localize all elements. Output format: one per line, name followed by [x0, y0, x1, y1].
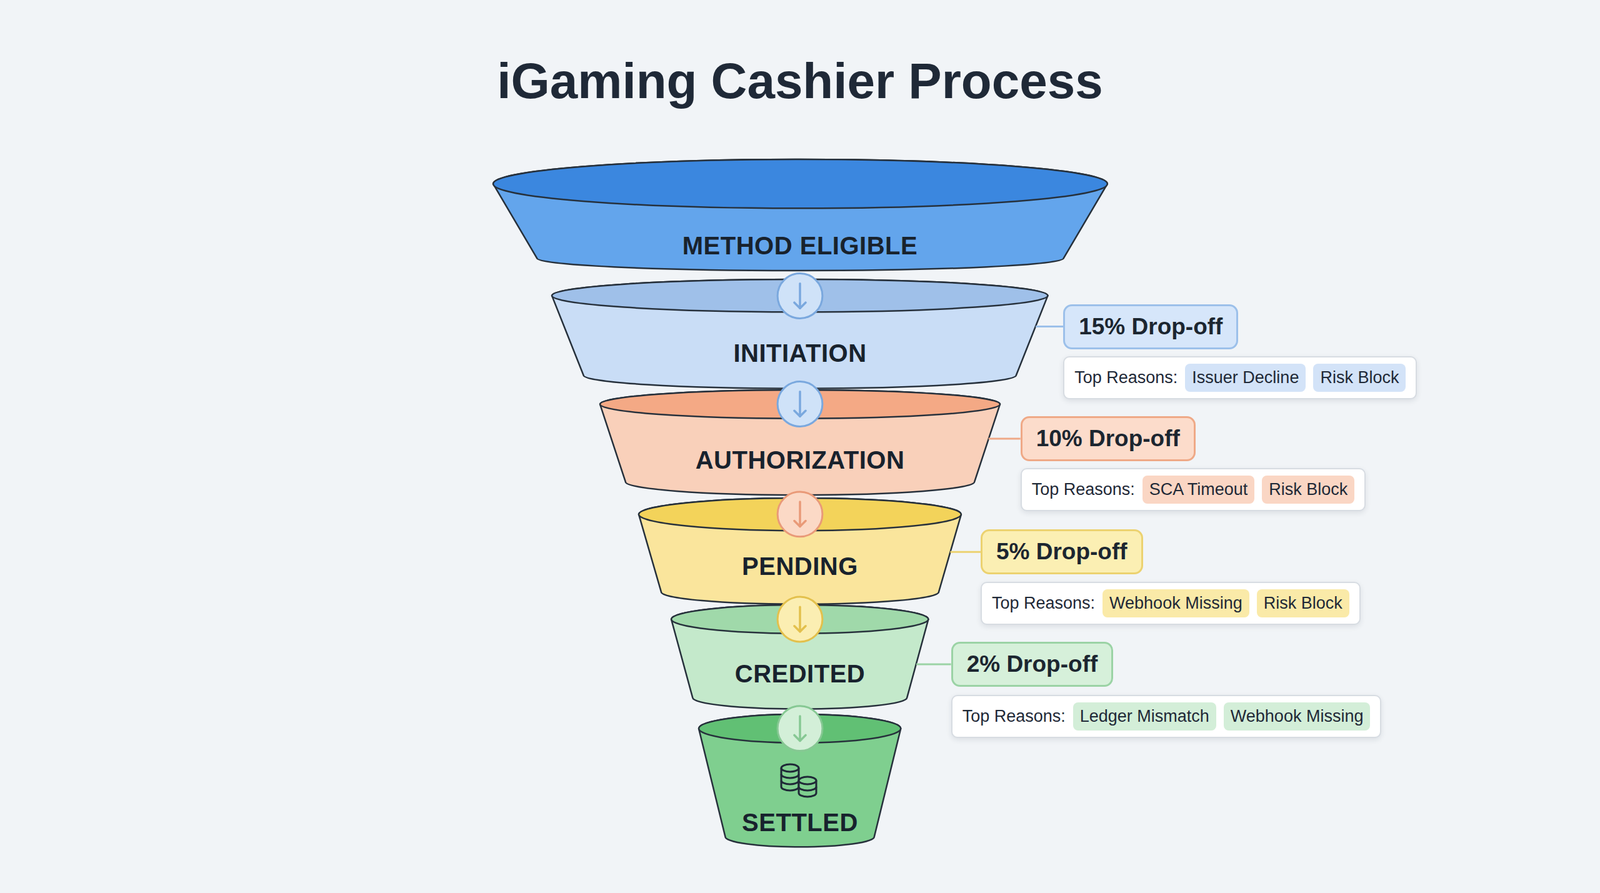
- funnel-band: METHOD ELIGIBLE: [493, 159, 1108, 271]
- dropoff-text: 10% Drop-off: [1036, 425, 1180, 452]
- band-label: INITIATION: [551, 338, 1048, 367]
- band-label: AUTHORIZATION: [600, 446, 1000, 475]
- band-body: [600, 390, 1000, 495]
- arrow-shaft: [798, 391, 802, 417]
- connector: [916, 663, 952, 665]
- leader-line: [1035, 325, 1064, 328]
- arrow-head: [794, 302, 806, 309]
- dropoff-text: 2% Drop-off: [966, 651, 1099, 678]
- chip-text: Risk Block: [1320, 368, 1399, 388]
- chip-text: Issuer Decline: [1191, 368, 1299, 388]
- arrow-circle: [777, 706, 823, 752]
- title-text: iGaming Cashier Process: [496, 53, 1103, 109]
- chip-text: Risk Block: [1263, 593, 1343, 614]
- reason-chip: Webhook Missing: [1223, 702, 1371, 731]
- band-top: [671, 605, 929, 634]
- arrow-circle: [777, 381, 823, 427]
- arrow-head: [794, 521, 806, 527]
- band-top: [493, 159, 1108, 209]
- dropoff-pill: 5% Drop-off: [980, 529, 1144, 575]
- reason-chip: Ledger Mismatch: [1073, 702, 1217, 731]
- arrow-shaft: [798, 716, 802, 742]
- arrow-head: [794, 626, 806, 632]
- panel-heading: Top Reasons:: [991, 593, 1095, 614]
- band-text: INITIATION: [733, 338, 867, 367]
- chip-text: Risk Block: [1268, 480, 1348, 500]
- band-body: [638, 498, 962, 605]
- band-top: [698, 714, 901, 744]
- dropoff-text: 5% Drop-off: [996, 538, 1128, 565]
- connector: [777, 273, 823, 319]
- band-body: [671, 605, 929, 710]
- band-top: [600, 390, 1000, 419]
- connector: [777, 491, 823, 537]
- connector: [950, 551, 981, 553]
- arrow-shaft: [798, 606, 802, 632]
- dropoff-text: 15% Drop-off: [1078, 313, 1223, 340]
- band-label: PENDING: [638, 552, 962, 581]
- reasons-panel: Top Reasons: Issuer Decline Risk Block: [1063, 356, 1417, 400]
- connector: [777, 381, 823, 427]
- chip-text: SCA Timeout: [1149, 480, 1249, 500]
- reasons-panel: Top Reasons: Ledger Mismatch Webhook Missi…: [951, 695, 1382, 739]
- leader-line: [988, 438, 1021, 440]
- band-label: METHOD ELIGIBLE: [493, 231, 1108, 260]
- leader-line: [950, 551, 981, 554]
- arrow-circle: [777, 596, 823, 642]
- band-label: CREDITED: [671, 659, 929, 688]
- reasons-panel: Top Reasons: Webhook Missing Risk Block: [980, 581, 1361, 625]
- dropoff-pill: 15% Drop-off: [1063, 304, 1239, 350]
- arrow-circle: [777, 273, 823, 319]
- band-text: CREDITED: [735, 659, 865, 687]
- arrow-head: [794, 410, 806, 417]
- band-text: AUTHORIZATION: [695, 446, 905, 474]
- reason-chip: Risk Block: [1313, 363, 1406, 392]
- band-text: PENDING: [741, 552, 859, 580]
- band-body: [551, 279, 1048, 389]
- reasons-panel: Top Reasons: SCA Timeout Risk Block: [1020, 468, 1367, 512]
- title: iGaming Cashier Process: [0, 52, 1600, 110]
- band-text: SETTLED: [741, 808, 859, 836]
- connector: [777, 596, 823, 642]
- band-body: [698, 714, 901, 847]
- arrow-shaft: [798, 501, 802, 527]
- reason-chip: Risk Block: [1256, 589, 1350, 618]
- chip-text: Webhook Missing: [1230, 706, 1364, 727]
- band-top: [638, 498, 962, 531]
- dropoff-pill: 10% Drop-off: [1020, 416, 1196, 462]
- band-text: METHOD ELIGIBLE: [682, 231, 918, 260]
- panel-heading: Top Reasons:: [962, 706, 1066, 727]
- chip-text: Webhook Missing: [1109, 593, 1243, 614]
- band-label: SETTLED: [698, 808, 901, 837]
- arrow-circle: [777, 491, 823, 537]
- coin-icon: [776, 755, 824, 804]
- dropoff-pill: 2% Drop-off: [951, 641, 1114, 687]
- arrow-head: [794, 735, 806, 741]
- reason-chip: Issuer Decline: [1185, 363, 1306, 392]
- panel-heading: Top Reasons:: [1074, 368, 1178, 388]
- leader-line: [916, 663, 952, 665]
- chip-text: Ledger Mismatch: [1080, 706, 1210, 727]
- band-body: [493, 159, 1108, 271]
- reason-chip: Risk Block: [1261, 475, 1355, 504]
- connector: [777, 706, 823, 752]
- arrow-shaft: [798, 283, 802, 309]
- connector: [988, 438, 1021, 440]
- reason-chip: SCA Timeout: [1142, 475, 1255, 504]
- reason-chip: Webhook Missing: [1102, 589, 1250, 618]
- panel-heading: Top Reasons:: [1031, 480, 1135, 500]
- connector: [1035, 326, 1064, 327]
- band-top: [551, 279, 1048, 312]
